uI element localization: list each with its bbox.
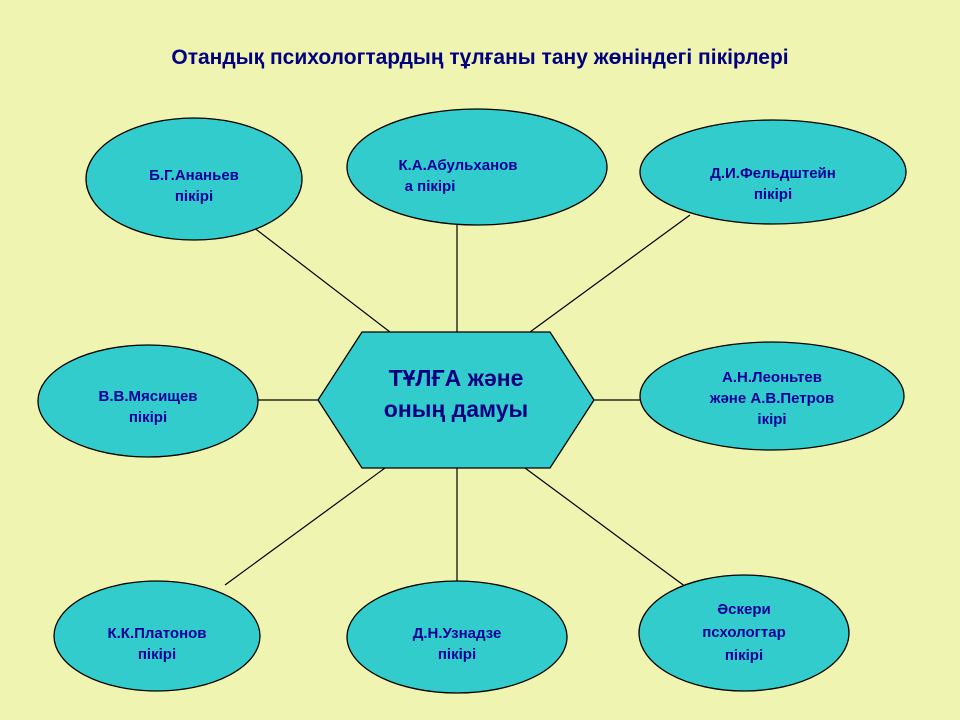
node-myasishchev: В.В.Мясищев пікірі [37, 344, 259, 458]
node-label: Б.Г.Ананьев [149, 167, 239, 184]
node-label: Д.И.Фельдштейн [710, 165, 836, 182]
node-ananyev: Б.Г.Ананьев пікірі [85, 117, 303, 241]
center-hexagon [317, 331, 595, 469]
node-abulkhanova: К.А.Абульханов а пікірі [346, 108, 608, 226]
node-uznadze: Д.Н.Узнадзе пікірі [346, 580, 568, 694]
node-label: ікірі [757, 411, 786, 428]
node-label: пікірі [754, 186, 792, 203]
node-feldshtein: Д.И.Фельдштейн пікірі [639, 119, 907, 225]
node-label: В.В.Мясищев [98, 388, 197, 405]
node-label: Әскери [717, 601, 770, 618]
center-label-1: ТҰЛҒА және [389, 365, 524, 391]
node-label: пікірі [175, 188, 213, 205]
node-label: пікірі [725, 647, 763, 664]
connector-military [524, 467, 691, 591]
slide-title: Отандық психологтардың тұлғаны тану жөні… [171, 46, 789, 69]
node-label: және А.В.Петров [709, 390, 834, 407]
node-label: псхологтар [702, 624, 786, 641]
node-label: Д.Н.Узнадзе [413, 625, 502, 642]
node-label: а пікірі [405, 178, 456, 195]
connector-platonov [224, 467, 386, 586]
node-label: К.К.Платонов [107, 625, 206, 642]
node-label: А.Н.Леоньтев [722, 369, 822, 386]
node-platonov: К.К.Платонов пікірі [53, 580, 261, 692]
node-military-psychologists: Әскери псхологтар пікірі [638, 574, 850, 692]
center-label-2: оның дамуы [384, 396, 528, 422]
connector-ananyev [239, 216, 391, 333]
node-label: пікірі [129, 409, 167, 426]
node-label: пікірі [438, 646, 476, 663]
connectors [224, 214, 691, 591]
node-leontev-petrov: А.Н.Леоньтев және А.В.Петров ікірі [639, 341, 905, 451]
connector-feldshtein [529, 214, 691, 333]
node-label: пікірі [138, 646, 176, 663]
node-label: К.А.Абульханов [398, 157, 517, 174]
